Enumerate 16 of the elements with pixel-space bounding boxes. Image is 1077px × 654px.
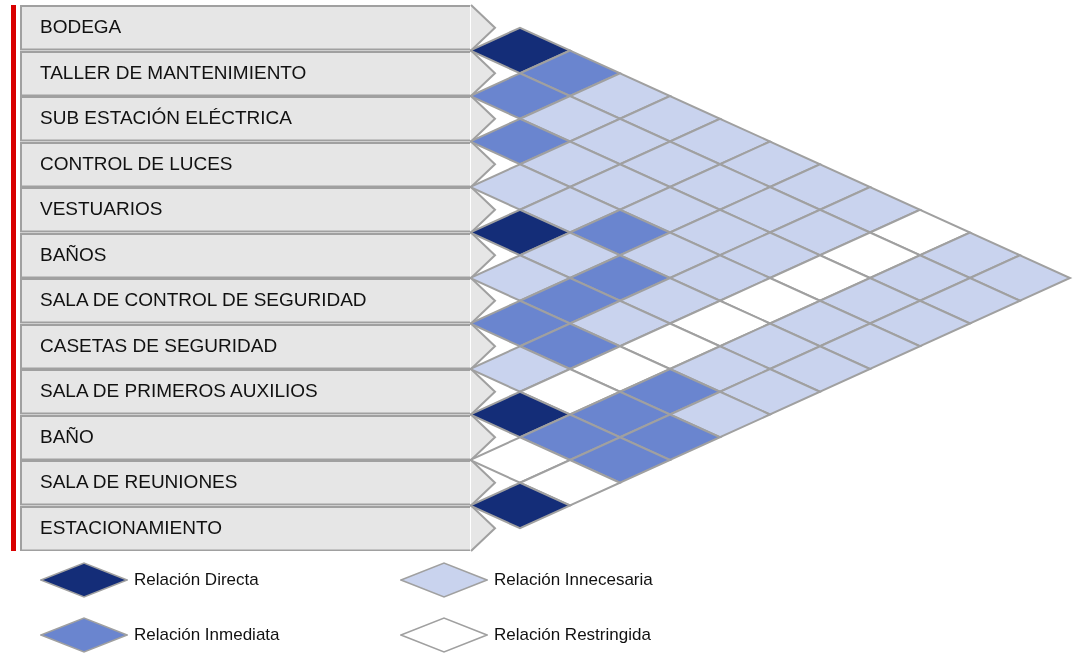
- room-name: VESTUARIOS: [40, 198, 163, 220]
- room-name: BAÑOS: [40, 243, 107, 266]
- room-name: BODEGA: [40, 16, 122, 38]
- legend-label: Relación Directa: [134, 570, 259, 590]
- legend-label: Relación Innecesaria: [494, 570, 653, 590]
- room-name: TALLER DE MANTENIMIENTO: [40, 61, 307, 84]
- room-name: SALA DE CONTROL DE SEGURIDAD: [40, 289, 367, 311]
- room-name: SALA DE PRIMEROS AUXILIOS: [40, 380, 318, 402]
- legend-label: Relación Restringida: [494, 625, 651, 645]
- room-name: SALA DE REUNIONES: [40, 471, 238, 493]
- room-name: CASETAS DE SEGURIDAD: [40, 334, 278, 357]
- room-name: BAÑO: [40, 425, 94, 448]
- room-name: ESTACIONAMIENTO: [40, 516, 222, 539]
- legend-label: Relación Inmediata: [134, 625, 280, 645]
- room-name: CONTROL DE LUCES: [40, 152, 233, 175]
- room-name: SUB ESTACIÓN ELÉCTRICA: [40, 107, 292, 129]
